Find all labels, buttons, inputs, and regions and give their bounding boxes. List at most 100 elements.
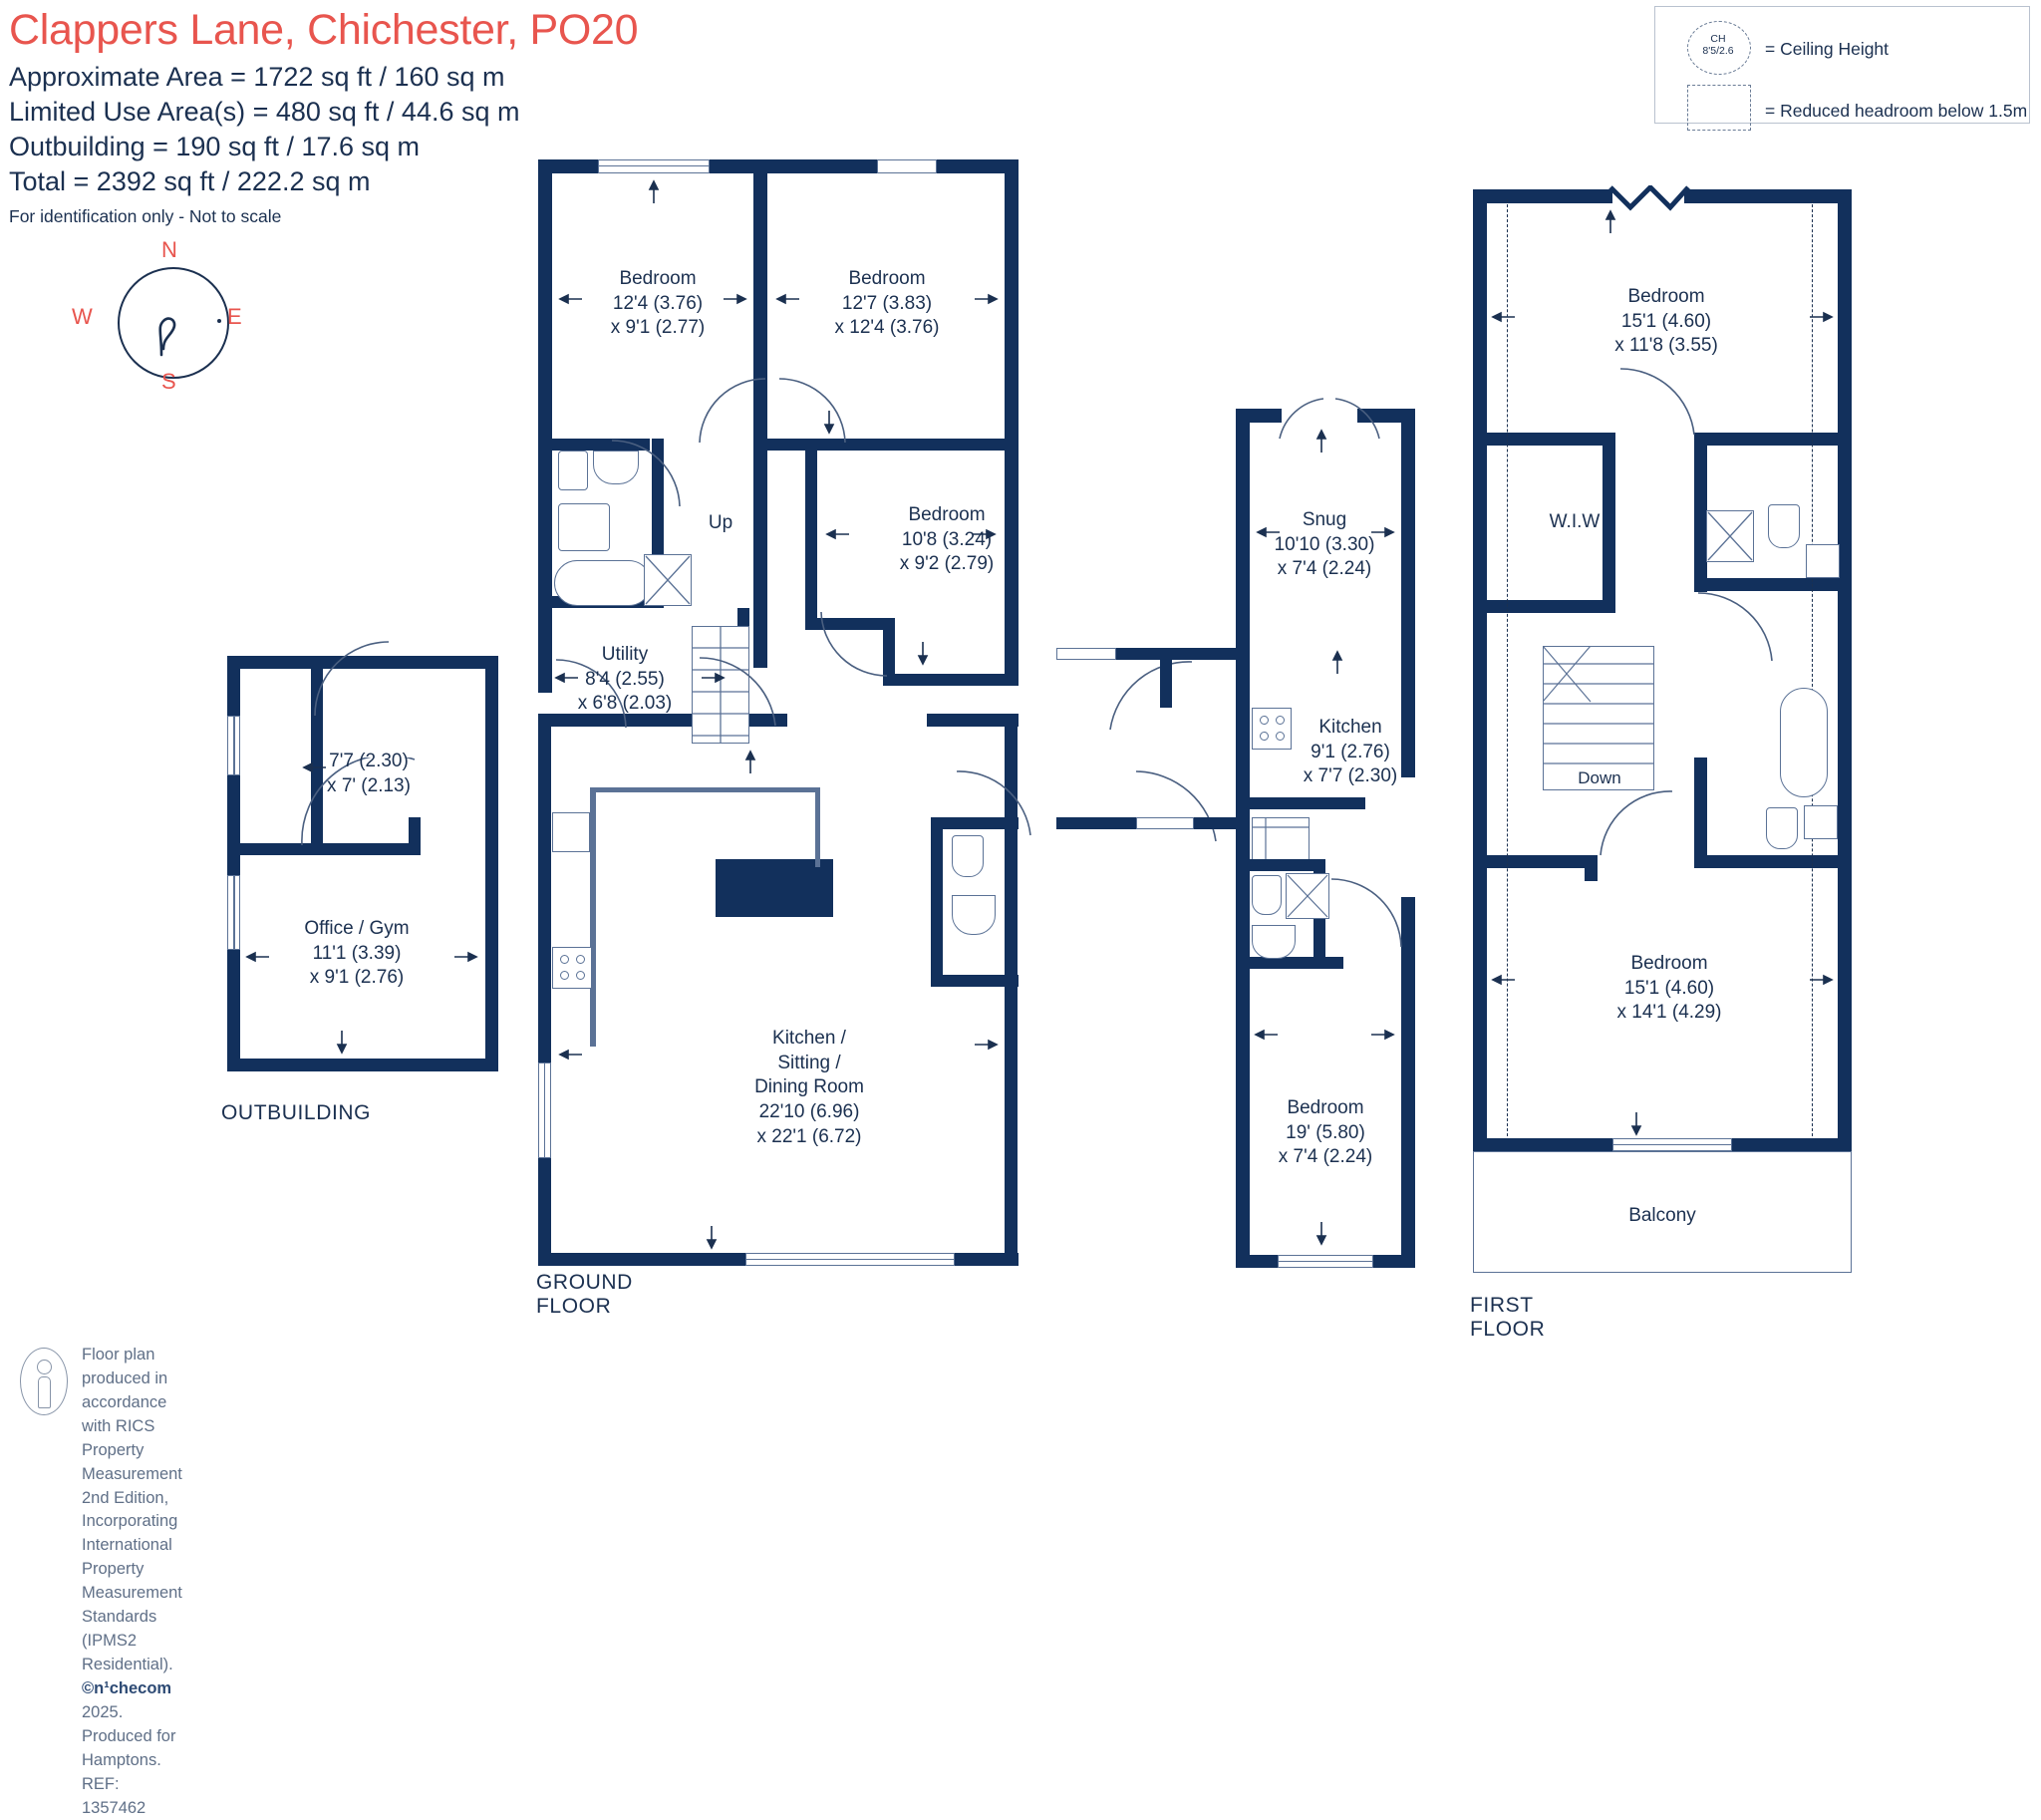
gf-kitchen-hob-burner-3 [560, 971, 569, 980]
gf-wall-bed1-bed2 [753, 159, 767, 668]
gf-arrow-bed3-left [825, 528, 849, 540]
footer-line-3: Produced for Hamptons. REF: 1357462 [82, 1726, 176, 1817]
compass-rose: N W E S [72, 237, 244, 394]
gf-bedroom2-label: Bedroom 12'7 (3.83) x 12'4 (3.76) [834, 268, 940, 339]
gf-wc-wall-left [931, 817, 943, 987]
ff-arrow-bed2-left [1491, 974, 1515, 986]
ff-wall-bath-left [1694, 433, 1707, 592]
gf-mid-wall-kitchen-bottom [1236, 797, 1365, 809]
footer-line-1: Floor plan produced in accordance with R… [82, 1346, 182, 1507]
page-title: Clappers Lane, Chichester, PO20 [9, 6, 639, 54]
gf-hall-wall-bottom2 [1194, 817, 1240, 829]
gf-door-swing-utility [555, 659, 627, 729]
gf-arrow-bed3-right [973, 528, 997, 540]
outbuilding-window-left-lower-mullion [233, 875, 235, 950]
gf-mid-door-swing-shower [1330, 878, 1402, 948]
gf-hall-wall-left [1160, 660, 1172, 708]
gf-hall-window-bottom [1136, 817, 1194, 829]
gf-mid-shower-wall-top [1236, 859, 1325, 871]
gf-shower-cross-icon [645, 555, 691, 605]
ff-reduced-headroom-line-right [1812, 199, 1813, 1136]
ff-arrow-bed1-top [1604, 209, 1616, 233]
gf-mid-wall-left-top [1236, 409, 1250, 643]
gf-door-swing-hall2 [1109, 661, 1193, 731]
gf-mid-shower-wall-bottom [1236, 957, 1343, 969]
ceiling-height-marker-icon [1687, 21, 1751, 75]
ff-bedroom1-label: Bedroom 15'1 (4.60) x 11'8 (3.55) [1614, 286, 1718, 357]
info-person-icon [20, 1348, 68, 1415]
outbuilding-wall-bottom [227, 1059, 498, 1071]
ff-balcony-label: Balcony [1628, 1205, 1696, 1226]
gf-bath-tub [554, 560, 652, 606]
gf-door-swing-hall3 [1135, 770, 1217, 842]
ff-wall-wiw-right [1603, 433, 1615, 612]
gf-mid-wall-right-kitchen [1401, 638, 1415, 777]
compass-needle-icon [158, 317, 176, 357]
outbuilding-wall-left-mid [227, 775, 240, 875]
gf-door-swing-bed3 [820, 611, 888, 677]
ff-basin-ensuite [1806, 544, 1840, 578]
gf-door-swing-bed1 [699, 378, 766, 444]
ground-floor-label: GROUND FLOOR [536, 1271, 633, 1318]
gf-arrow-main-right [975, 1039, 999, 1051]
gf-kitchen-worktop-right [815, 787, 820, 867]
gf-wc-toilet [952, 835, 984, 877]
gf-wall-main-left [538, 714, 551, 1062]
gf-arrow-bed3-bottom [917, 642, 929, 666]
ff-wall-bed1-bottom-left [1473, 433, 1614, 446]
outbuilding-internal-wall-horizontal [227, 843, 323, 855]
ff-wall-ensuite-left [1694, 758, 1707, 867]
ff-wall-top-right [1684, 189, 1852, 203]
gf-arrow-bed1-right [724, 293, 747, 305]
ff-wall-bath-bottom [1694, 578, 1852, 591]
outbuilding-door-swing-top [314, 641, 390, 717]
outbuilding-wall-left-lower [227, 950, 240, 1071]
ff-stairs-down-label: Down [1578, 768, 1621, 787]
gf-stairs-treads-icon [692, 626, 749, 744]
gf-kitchen-hob-burner-4 [576, 971, 585, 980]
ff-bathtub [1780, 688, 1828, 797]
gf-arrow-snug-left [1256, 526, 1280, 538]
ff-stairs [1543, 646, 1654, 790]
gf-arrow-bed2-left [775, 293, 799, 305]
outbuilding-wall-right [485, 656, 498, 1071]
gf-wc-basin [952, 895, 996, 935]
approx-area-text: Approximate Area = 1722 sq ft / 160 sq m [9, 62, 505, 92]
ff-bedroom2-label: Bedroom 15'1 (4.60) x 14'1 (4.29) [1616, 953, 1722, 1024]
compass-east-dot [217, 319, 221, 323]
gf-arrow-snug-right [1371, 526, 1395, 538]
gf-window-main-bottom-mullion [745, 1259, 955, 1261]
gf-wall-main-right [1005, 714, 1018, 1266]
gf-utility-label: Utility 8'4 (2.55) x 6'8 (2.03) [577, 644, 673, 715]
ff-stairs-treads-icon [1543, 646, 1654, 764]
gf-mid-wall-bed-bottom-r [1373, 1255, 1415, 1268]
gf-arrow-main-bottom [706, 1226, 718, 1250]
gf-mid-kitchen-hob [1252, 708, 1292, 750]
gf-window-main-left-mullion [544, 1062, 546, 1158]
ff-wall-left-mid [1473, 434, 1487, 852]
gf-mid-kitchen-sink-lines-icon [1252, 817, 1310, 861]
compass-ring [118, 267, 229, 379]
ff-wall-bed1-bottom-right [1694, 433, 1852, 446]
gf-mid-hob-burner-2 [1276, 716, 1285, 725]
gf-hall-wall-bottom [1056, 817, 1136, 829]
ff-wall-landing-bottom [1473, 855, 1597, 868]
gf-wall-main-bottom-right [955, 1253, 1019, 1266]
gf-mid-basin [1252, 925, 1296, 959]
gf-arrow-bed4-left [1254, 1029, 1278, 1041]
gf-wall-right-upper [1005, 159, 1019, 678]
gf-mid-hob-burner-3 [1260, 732, 1269, 741]
gf-arrow-bed2-right [975, 293, 999, 305]
nichecom-brand: ©n¹checom [82, 1678, 172, 1697]
ff-wiw-label: W.I.W [1549, 511, 1601, 532]
gf-stairs-up-label: Up [708, 512, 733, 533]
ff-wall-left-bottom [1473, 852, 1487, 1151]
gf-wall-bed3-bottom [883, 674, 1019, 686]
gf-mid-hob-burner-4 [1276, 732, 1285, 741]
ff-wall-top-left [1473, 189, 1612, 203]
gf-snug-label: Snug 10'10 (3.30) x 7'4 (2.24) [1274, 509, 1375, 580]
compass-s-label: S [161, 369, 176, 394]
gf-arrow-bed2-bottom [823, 411, 835, 435]
gf-wall-bed3-bottom-stub [805, 618, 895, 630]
gf-wall-top-left [538, 159, 598, 173]
